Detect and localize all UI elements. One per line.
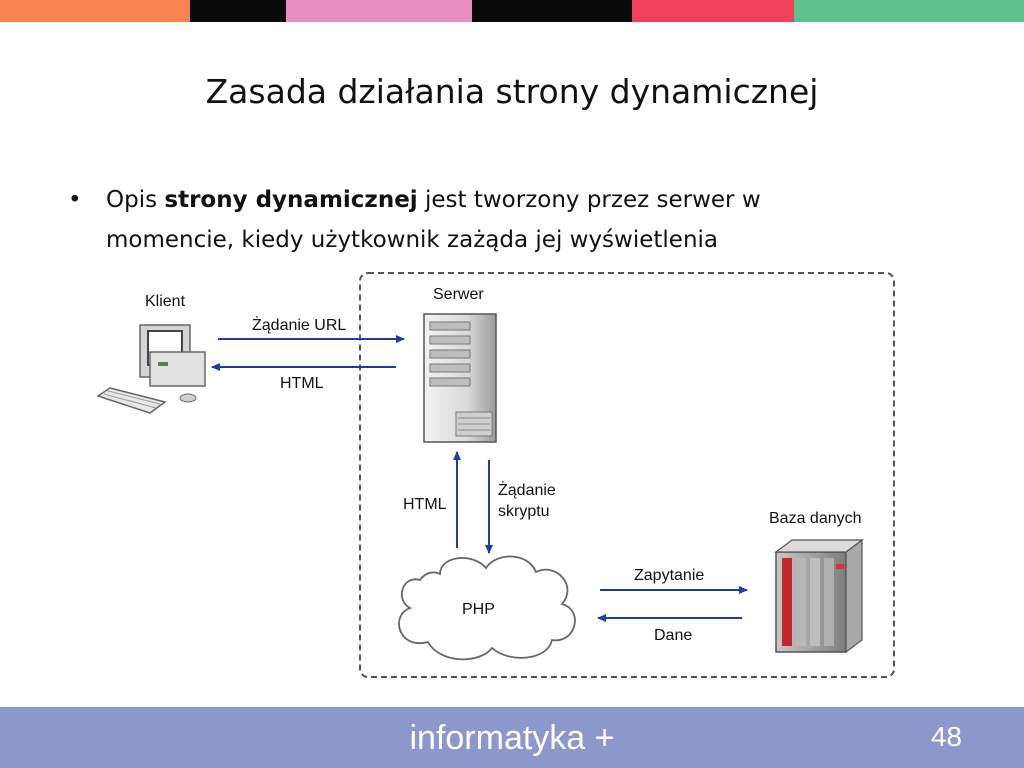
- cloud-icon: [398, 555, 576, 661]
- dynamic-page-diagram: Klient Serwer Żądanie URL HTML HTML Żąda…: [96, 272, 895, 678]
- top-bar-segment: [286, 0, 472, 22]
- bullet-bold: strony dynamicznej: [164, 187, 418, 213]
- footer-bar: informatyka + 48: [0, 707, 1024, 768]
- computer-icon: [96, 324, 206, 414]
- database-label: Baza danych: [769, 510, 862, 527]
- html-to-server-label: HTML: [403, 496, 447, 513]
- top-bar-segment: [472, 0, 632, 22]
- data-label: Dane: [654, 627, 692, 644]
- html-response-label: HTML: [280, 375, 324, 392]
- top-bar-segment: [190, 0, 286, 22]
- top-bar-segment: [632, 0, 794, 22]
- php-label: PHP: [462, 601, 495, 618]
- url-request-label: Żądanie URL: [252, 315, 346, 334]
- top-bar-segment: [794, 0, 1024, 22]
- query-label: Zapytanie: [634, 567, 704, 584]
- slide-title: Zasada działania strony dynamicznej: [205, 72, 819, 111]
- top-color-bar: [0, 0, 1024, 22]
- script-request-label-line2: skryptu: [498, 503, 550, 520]
- script-request-label-line1: Żądanie: [498, 480, 556, 499]
- client-label: Klient: [145, 293, 186, 310]
- top-bar-segment: [0, 0, 190, 22]
- server-side-boundary: [359, 272, 895, 678]
- bullet-dot: •: [68, 187, 82, 213]
- page-number: 48: [930, 721, 962, 752]
- server-label: Serwer: [433, 286, 484, 303]
- bullet-prefix: Opis: [106, 187, 165, 213]
- database-cabinet-icon: [774, 538, 864, 654]
- footer-brand: informatyka +: [409, 719, 615, 757]
- server-tower-icon: [423, 313, 497, 443]
- bullet-point: • Opis strony dynamicznej jest tworzony …: [68, 180, 888, 260]
- bullet-suffix: jest tworzony przez serwer w momencie, k…: [106, 187, 761, 253]
